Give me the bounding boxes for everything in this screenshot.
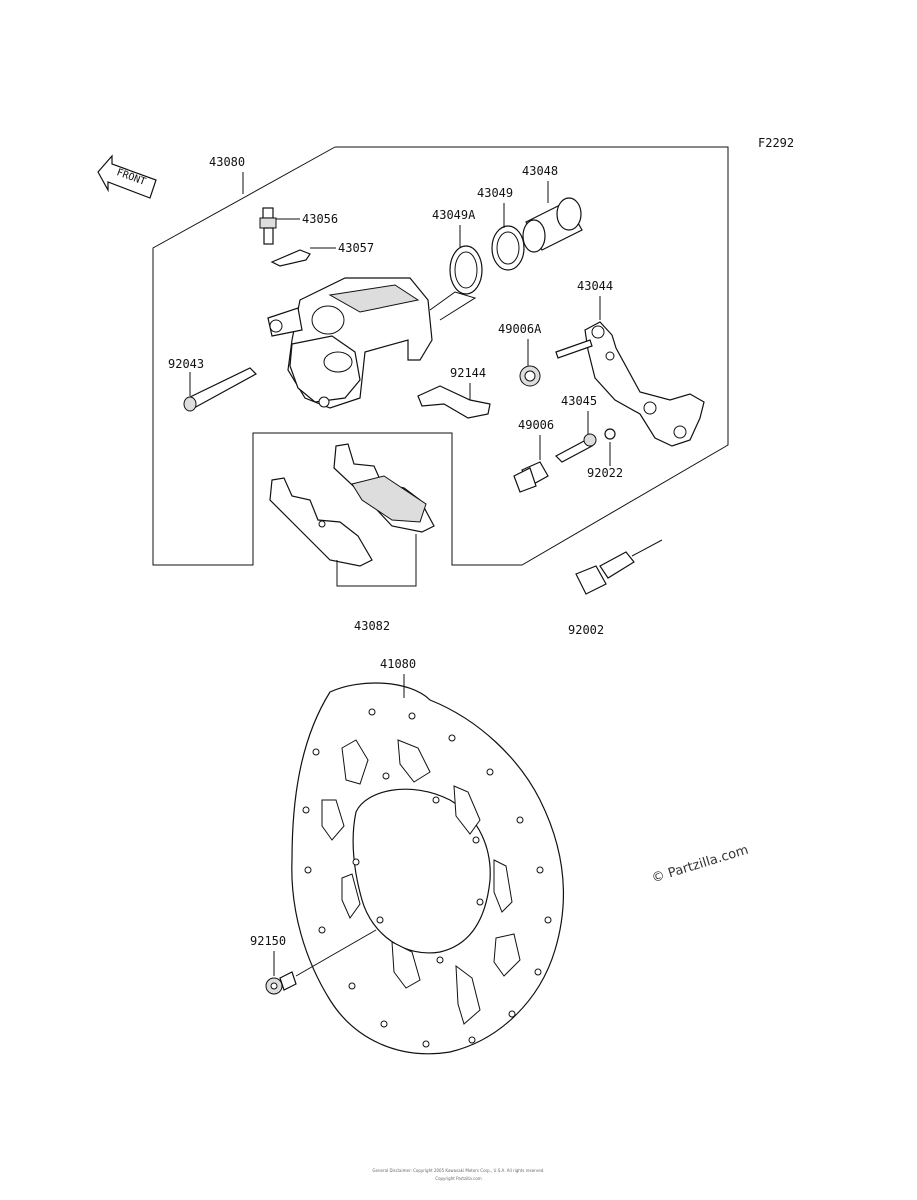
washer-part — [604, 428, 616, 440]
disc-screw-part — [265, 971, 297, 995]
front-arrow-icon: FRONT — [97, 154, 157, 199]
label-43044: 43044 — [577, 279, 613, 293]
label-43057: 43057 — [338, 241, 374, 255]
label-92150: 92150 — [250, 934, 286, 948]
label-92002: 92002 — [568, 623, 604, 637]
label-43045: 43045 — [561, 394, 597, 408]
footer-line1: General Disclaimer: Copyright 2005 Kawas… — [372, 1168, 545, 1173]
footer-line2: Copyright Partzilla.com — [435, 1176, 482, 1181]
figure-code: F2292 — [758, 136, 794, 150]
label-92043: 92043 — [168, 357, 204, 371]
label-43082: 43082 — [354, 619, 390, 633]
caliper-pin-part — [183, 367, 257, 412]
label-92144: 92144 — [450, 366, 486, 380]
bleeder-cap-part — [270, 249, 311, 267]
brake-pad-front-part — [333, 443, 435, 533]
label-43056: 43056 — [302, 212, 338, 226]
piston-seal-a-part — [449, 245, 483, 295]
piston-part — [522, 197, 583, 253]
label-49006A: 49006A — [498, 322, 542, 336]
bleeder-valve-part — [259, 207, 277, 245]
pad-spring-part — [417, 385, 491, 419]
disc-vent-holes — [321, 739, 521, 1025]
label-92022: 92022 — [587, 466, 623, 480]
caliper-bolt-part — [513, 461, 549, 493]
slide-pin-part — [555, 433, 597, 463]
brake-disc-part — [291, 682, 565, 1055]
caliper-body-part — [267, 277, 433, 409]
caliper-bracket-part — [584, 321, 705, 447]
slide-pin-a-part — [555, 339, 593, 359]
label-49006: 49006 — [518, 418, 554, 432]
label-43048: 43048 — [522, 164, 558, 178]
boot-part — [519, 365, 541, 387]
caliper-assembly-outline — [152, 146, 729, 566]
mounting-bolt-part — [575, 551, 635, 595]
label-41080: 41080 — [380, 657, 416, 671]
brake-pad-rear-part — [269, 477, 373, 567]
label-43080: 43080 — [209, 155, 245, 169]
label-43049A: 43049A — [432, 208, 476, 222]
piston-seal-part — [491, 225, 525, 271]
label-43049: 43049 — [477, 186, 513, 200]
